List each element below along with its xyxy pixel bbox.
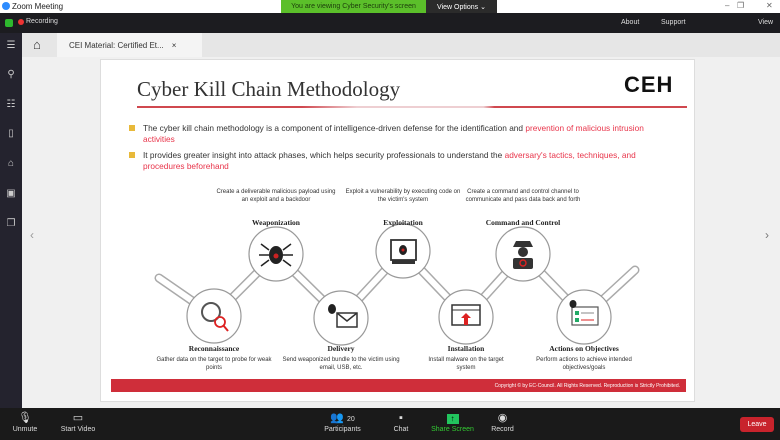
bullet-list: The cyber kill chain methodology is a co…	[129, 123, 669, 172]
pages-icon[interactable]: ❐	[6, 218, 16, 229]
unmute-button[interactable]: 🎙Unmute	[10, 410, 40, 433]
participants-icon: 👥 20	[330, 412, 355, 424]
copyright-footer: Copyright © by EC-Council. All Rights Re…	[111, 379, 686, 392]
zoom-meeting-bar: Recording About Support View	[0, 13, 780, 33]
record-button[interactable]: ◉Record	[491, 412, 514, 433]
reader-sidebar: ☰ ⚲ ☷ ▯ ⌂ ▣ ❐	[0, 33, 22, 408]
toc-list-icon[interactable]: ☷	[6, 99, 16, 110]
delivery-desc: Send weaponized bundle to the victim usi…	[282, 357, 400, 371]
window-title: Zoom Meeting	[12, 2, 64, 11]
leave-button[interactable]: Leave	[740, 417, 774, 432]
tab-bar: ⌂ CEI Material: Certified Et... ×	[22, 33, 780, 57]
search-icon[interactable]: ⚲	[7, 69, 15, 80]
recording-dot-icon	[18, 19, 24, 25]
menu-icon[interactable]: ☰	[6, 40, 16, 51]
bullet-icon	[129, 152, 135, 158]
bullet-item: It provides greater insight into attack …	[129, 150, 669, 172]
maximize-button[interactable]: ❐	[737, 1, 745, 10]
command-control-label: Command and Control	[485, 218, 561, 227]
tab-close-button[interactable]: ×	[171, 40, 177, 50]
share-screen-button[interactable]: ↑Share Screen	[430, 410, 475, 433]
slide-title: Cyber Kill Chain Methodology	[137, 77, 401, 101]
about-link[interactable]: About	[621, 19, 640, 26]
screen-share-banner: You are viewing Cyber Security's screen …	[281, 0, 497, 13]
globe-search-icon	[201, 302, 229, 332]
bullet-item: The cyber kill chain methodology is a co…	[129, 123, 669, 145]
chat-icon: ▪	[399, 412, 403, 424]
next-page-arrow[interactable]: ›	[765, 228, 769, 242]
support-link[interactable]: Support	[661, 19, 686, 26]
view-button[interactable]: View	[758, 19, 774, 26]
start-video-button[interactable]: ▭Start Video	[58, 410, 98, 433]
actions-label: Actions on Objectives	[549, 344, 619, 353]
security-shield-icon[interactable]	[5, 19, 13, 27]
image-icon[interactable]: ▣	[6, 188, 16, 199]
close-button[interactable]: ✕	[766, 1, 773, 10]
prev-page-arrow[interactable]: ‹	[30, 228, 34, 242]
zoom-logo-icon	[2, 2, 10, 10]
ceh-logo: CEH	[624, 72, 674, 97]
notes-icon[interactable]: ▯	[8, 128, 14, 139]
actions-desc: Perform actions to achieve intended obje…	[536, 357, 632, 371]
delivery-label: Delivery	[327, 344, 355, 353]
exploitation-label: Exploitation	[383, 218, 423, 227]
view-options-button[interactable]: View Options ⌄	[426, 0, 497, 13]
email-spider-icon	[328, 304, 358, 328]
weaponization-desc: Create a deliverable malicious payload u…	[216, 189, 336, 203]
computer-spider-icon	[390, 239, 417, 264]
install-window-icon	[451, 304, 481, 326]
video-off-icon: ▭	[72, 412, 84, 424]
bookmark-icon[interactable]: ⌂	[7, 158, 15, 169]
command-control-desc: Create a command and control channel to …	[465, 189, 581, 203]
home-icon[interactable]: ⌂	[33, 37, 41, 52]
exploitation-desc: Exploit a vulnerability by executing cod…	[345, 189, 461, 203]
title-divider	[137, 106, 687, 108]
hacker-icon	[513, 241, 533, 269]
reconnaissance-desc: Gather data on the target to probe for w…	[156, 357, 272, 371]
bullet-icon	[129, 125, 135, 131]
share-screen-icon: ↑	[430, 410, 475, 426]
weaponization-label: Weaponization	[252, 218, 300, 227]
document-tab[interactable]: CEI Material: Certified Et... ×	[57, 33, 202, 57]
viewing-banner-text: You are viewing Cyber Security's screen	[281, 0, 426, 13]
kill-chain-diagram	[154, 223, 640, 346]
muted-mic-icon: 🎙	[18, 412, 32, 424]
reconnaissance-circle	[186, 288, 242, 344]
installation-desc: Install malware on the target system	[428, 357, 504, 371]
minimize-button[interactable]: –	[725, 1, 730, 10]
reconnaissance-label: Reconnaissance	[188, 344, 240, 353]
record-icon: ◉	[497, 412, 508, 424]
slide: Cyber Kill Chain Methodology CEH The cyb…	[100, 59, 695, 402]
recording-label: Recording	[26, 18, 58, 25]
installation-label: Installation	[447, 344, 485, 353]
tab-title: CEI Material: Certified Et...	[69, 40, 164, 50]
spider-icon	[259, 243, 293, 267]
login-screen-icon	[569, 300, 599, 326]
chat-button[interactable]: ▪Chat	[390, 410, 412, 433]
